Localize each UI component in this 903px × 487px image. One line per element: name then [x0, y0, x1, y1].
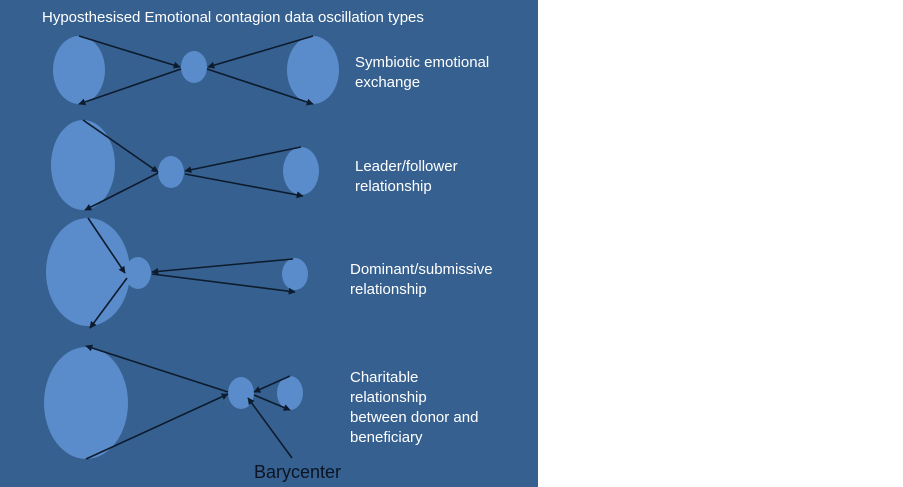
left-party-blob [46, 218, 130, 326]
arrow-right-top-to-center [184, 146, 302, 174]
left-party-blob [51, 120, 115, 210]
arrow-center-to-right-bottom [184, 173, 304, 199]
right-party-blob [283, 147, 319, 195]
row-charitable: Charitable relationship between donor an… [44, 344, 483, 460]
row-symbiotic: Symbiotic emotional exchange [53, 35, 493, 106]
arrow-center-to-left-bottom [89, 277, 128, 329]
row-label-dominant-submissive: Dominant/submissive relationship [350, 261, 497, 298]
arrow-center-to-right-bottom [253, 394, 291, 411]
arrow-right-top-to-center [207, 35, 314, 69]
right-party-blob [287, 36, 339, 104]
arrow-center-to-right-bottom [151, 273, 296, 295]
label-line: Leader/follower [355, 158, 458, 175]
diagram-title: Hyposthesised Emotional contagion data o… [42, 9, 424, 26]
left-party-blob [53, 36, 105, 104]
arrow-center-to-right-bottom [206, 68, 314, 106]
row-label-charitable: Charitable relationship between donor an… [350, 369, 483, 446]
row-label-leader-follower: Leader/follower relationship [355, 158, 462, 195]
arrow-left-top-to-center [82, 119, 159, 173]
label-line: Charitable [350, 369, 418, 386]
arrow-center-to-left-bottom [84, 172, 159, 211]
label-line: relationship [350, 389, 427, 406]
barycenter-blob [228, 377, 254, 409]
label-line: beneficiary [350, 429, 423, 446]
barycenter-label: Barycenter [254, 462, 341, 482]
arrow-left-top-to-center [78, 35, 181, 69]
arrow-center-to-left-top [85, 344, 229, 393]
barycenter-blob [158, 156, 184, 188]
label-line: between donor and [350, 409, 478, 426]
arrow-center-to-left-bottom [78, 68, 182, 106]
barycenter-blob [125, 257, 151, 289]
row-leader-follower: Leader/follower relationship [51, 119, 462, 211]
left-party-blob [44, 347, 128, 459]
arrow-left-top-to-center [87, 217, 126, 274]
arrow-right-top-to-center [151, 258, 294, 275]
right-party-blob [282, 258, 308, 290]
label-line: Dominant/submissive [350, 261, 493, 278]
row-label-symbiotic: Symbiotic emotional exchange [355, 54, 493, 91]
label-line: relationship [350, 281, 427, 298]
barycenter-pointer-arrow [247, 397, 293, 459]
arrow-right-top-to-center [253, 375, 291, 393]
label-line: relationship [355, 178, 432, 195]
barycenter-blob [181, 51, 207, 83]
label-line: exchange [355, 74, 420, 91]
row-dominant-submissive: Dominant/submissive relationship [46, 217, 497, 329]
arrow-left-bottom-to-center [85, 393, 229, 460]
label-line: Symbiotic emotional [355, 54, 489, 71]
right-party-blob [277, 376, 303, 410]
